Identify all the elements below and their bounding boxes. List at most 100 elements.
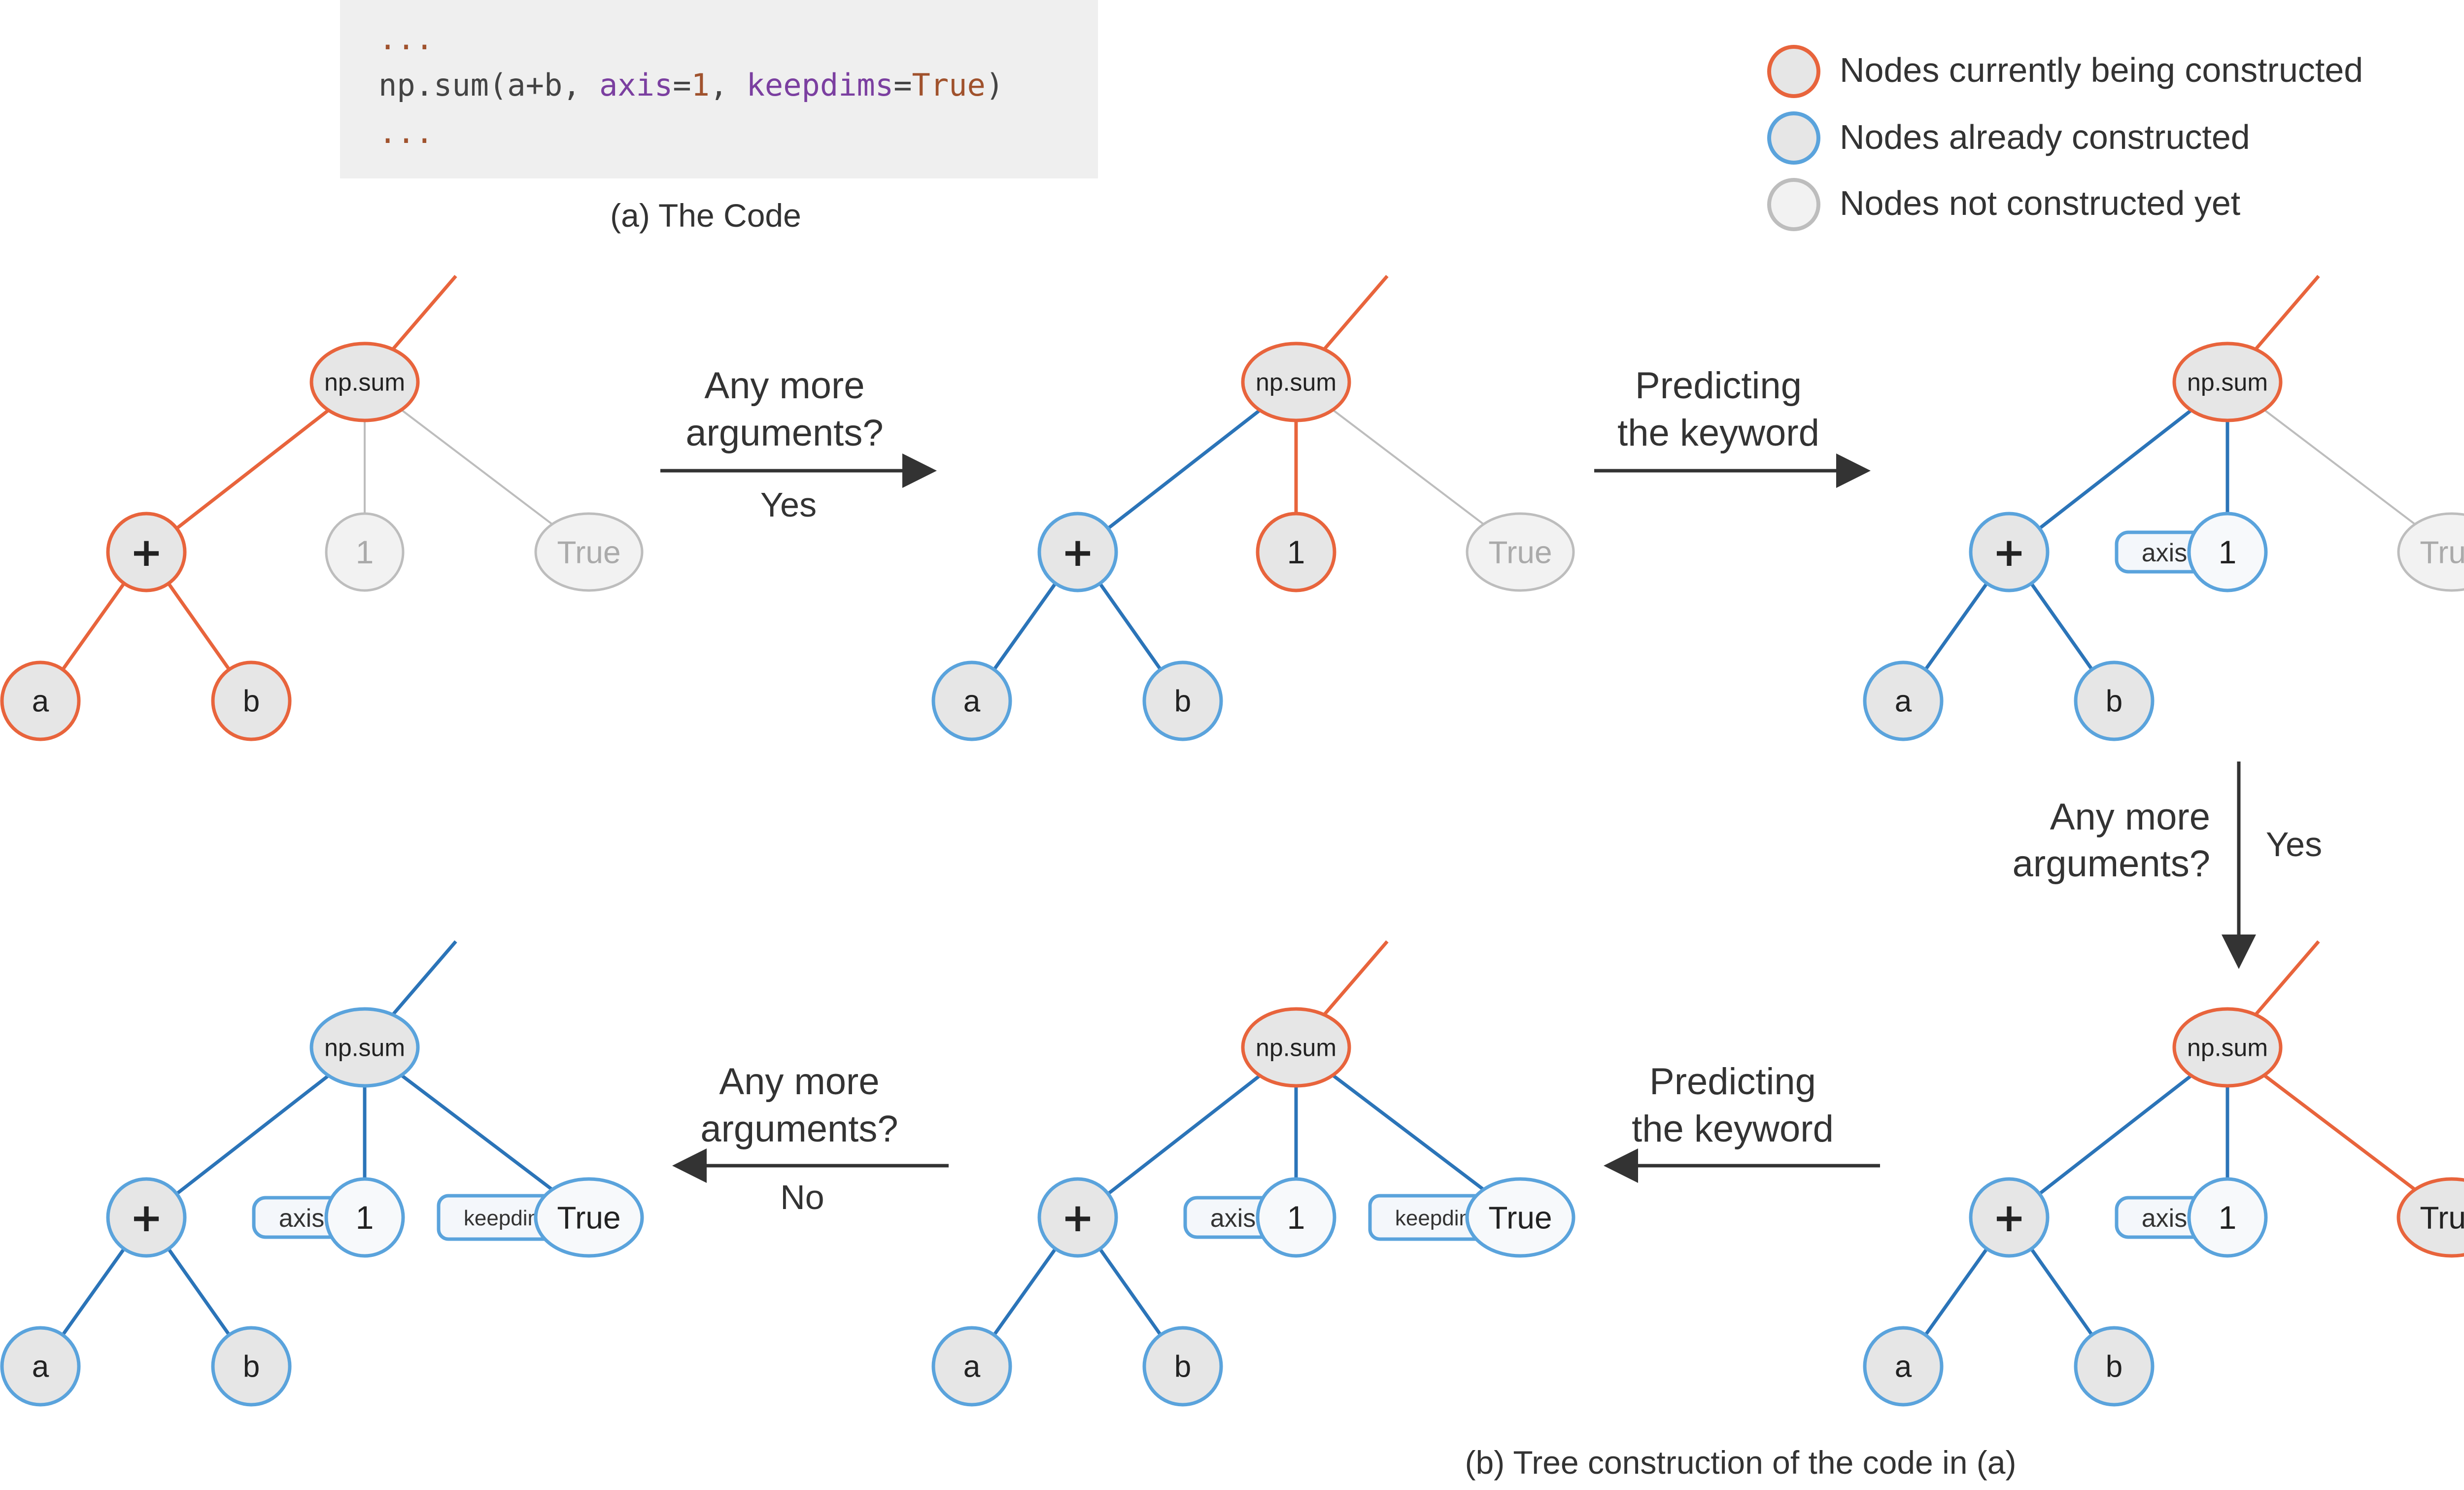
node-b-label: b [243, 1350, 260, 1384]
keyword-axis-label: axis [279, 1204, 324, 1233]
node-plus [1969, 512, 2050, 592]
node-arg-true [1465, 1177, 1575, 1258]
legend: Nodes currently being constructed Nodes … [1767, 45, 2363, 231]
node-arg-true-label: True [1488, 534, 1552, 570]
node-plus-label: + [1061, 1195, 1094, 1241]
step-5-answer: No [780, 1178, 824, 1216]
figure-caption-b: (b) Tree construction of the code in (a) [1465, 1444, 2017, 1481]
node-b [2074, 1326, 2155, 1407]
code-keyword-axis: axis [599, 67, 673, 103]
node-b-label: b [1174, 685, 1191, 719]
code-equals-1: = [673, 67, 691, 103]
code-box [340, 0, 1098, 178]
node-b [1142, 660, 1223, 741]
node-arg-1 [324, 1177, 405, 1258]
node-np-sum-label: np.sum [324, 1034, 405, 1062]
node-np-sum [1241, 1007, 1351, 1088]
legend-pending-label: Nodes not constructed yet [1840, 184, 2240, 222]
code-equals-2: = [893, 67, 912, 103]
step-5-question-line-1: Any more [719, 1061, 879, 1103]
node-a [0, 1326, 81, 1407]
node-plus [1037, 1177, 1118, 1258]
node-plus-label: + [1992, 529, 2025, 575]
node-a [1863, 1326, 1944, 1407]
keyword-axis-label: axis [2142, 1204, 2187, 1233]
code-caption: (a) The Code [610, 197, 801, 234]
node-arg-1 [1256, 512, 1336, 592]
keyword-axis-label: axis [2142, 539, 2187, 567]
node-a [931, 1326, 1012, 1407]
step-3: Any more arguments? Yes [2013, 762, 2322, 969]
node-arg-1 [2187, 1177, 2268, 1258]
step-1-question-line-2: arguments? [685, 412, 883, 454]
node-np-sum [309, 1007, 420, 1088]
node-arg-1-label: 1 [2219, 1199, 2237, 1236]
code-close-paren: ) [986, 67, 1004, 103]
node-plus [106, 512, 187, 592]
step-1-answer: Yes [760, 485, 817, 524]
step-5-question-line-2: arguments? [700, 1108, 898, 1150]
node-a [1863, 660, 1944, 741]
step-3-question-line-2: arguments? [2013, 843, 2210, 885]
node-np-sum-label: np.sum [2187, 369, 2268, 396]
legend-current-swatch [1767, 45, 1820, 98]
node-a-label: a [32, 1350, 49, 1384]
node-np-sum [309, 342, 420, 422]
node-plus-label: + [130, 529, 163, 575]
code-panel: ... np.sum(a+b, axis=1, keepdims=True) .… [340, 0, 1098, 234]
node-b-label: b [1174, 1350, 1191, 1384]
node-b [1142, 1326, 1223, 1407]
node-arg-1-label: 1 [1287, 1199, 1305, 1236]
node-arg-true [2397, 512, 2464, 592]
node-arg-true [2396, 1177, 2464, 1258]
node-b [211, 1326, 292, 1407]
code-line-2: np.sum(a+b, axis=1, keepdims=True) [378, 67, 1004, 103]
step-1: Any more arguments? Yes [660, 365, 937, 524]
legend-done-swatch [1767, 111, 1820, 165]
node-arg-true [534, 1177, 644, 1258]
step-5: Any more arguments? No [672, 1061, 949, 1216]
code-func: np.sum(a+b, [378, 67, 599, 103]
node-a-label: a [963, 1350, 981, 1384]
node-b-label: b [2106, 1350, 2122, 1384]
step-1-question-line-1: Any more [704, 365, 864, 407]
node-arg-1-label: 1 [356, 1199, 374, 1236]
node-plus-label: + [1061, 529, 1094, 575]
node-arg-true-label: True [2420, 534, 2464, 570]
node-arg-true-label: True [2420, 1200, 2464, 1235]
node-plus [106, 1177, 187, 1258]
node-np-sum-label: np.sum [2187, 1034, 2268, 1062]
code-value-true: True [912, 67, 986, 103]
node-arg-true-label: True [1488, 1200, 1552, 1235]
node-plus [1037, 512, 1118, 592]
step-2: Predicting the keyword [1594, 365, 1871, 488]
code-line-3: ... [378, 114, 434, 150]
node-arg-1-label: 1 [1287, 534, 1305, 570]
step-2-label-line-1: Predicting [1635, 365, 1802, 407]
node-a [931, 660, 1012, 741]
node-a [0, 660, 81, 741]
node-b [2074, 660, 2155, 741]
node-arg-1 [1256, 1177, 1336, 1258]
code-value-1: 1 [691, 67, 710, 103]
step-4-label-line-2: the keyword [1632, 1108, 1834, 1150]
step-3-answer: Yes [2266, 825, 2322, 864]
code-line-1: ... [378, 21, 434, 57]
step-4: Predicting the keyword [1604, 1061, 1880, 1183]
node-a-label: a [963, 685, 981, 719]
node-arg-1-label: 1 [356, 534, 374, 570]
node-np-sum-label: np.sum [1256, 369, 1336, 396]
node-arg-true-label: True [557, 534, 620, 570]
node-a-label: a [32, 685, 49, 719]
node-arg-1-label: 1 [2219, 534, 2237, 570]
node-np-sum [2172, 1007, 2283, 1088]
node-np-sum [1241, 342, 1351, 422]
node-b-label: b [2106, 685, 2122, 719]
